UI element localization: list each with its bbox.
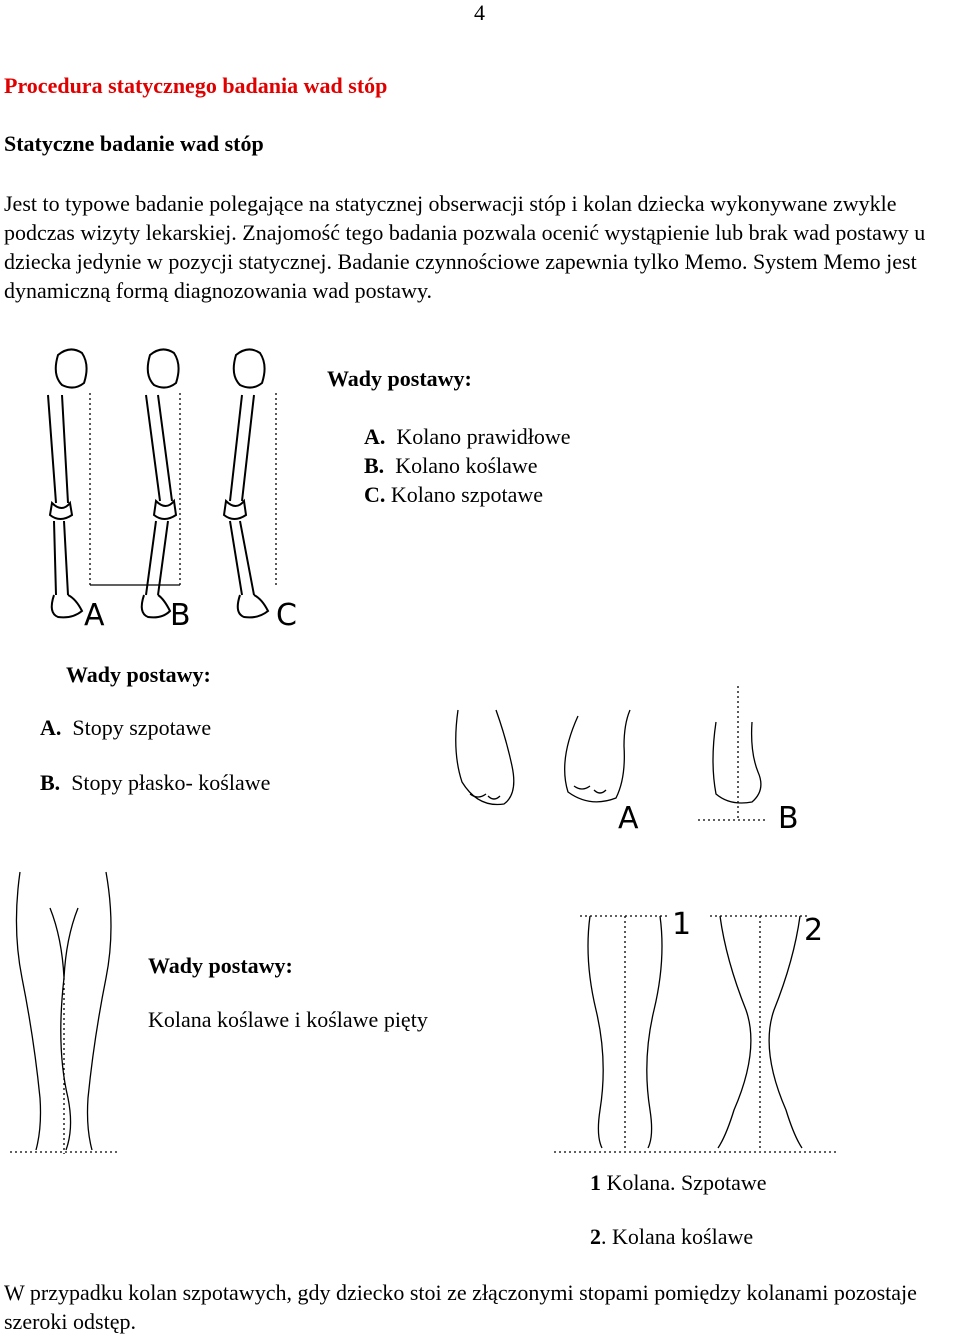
figure-label-b: B — [778, 801, 799, 832]
list-item: C. Kolano szpotawe — [364, 482, 544, 507]
skeleton-leg-a — [47, 348, 91, 619]
intro-paragraph: Jest to typowe badanie polegające na sta… — [4, 191, 926, 303]
section3-text: Kolana koślawe i koślawe pięty — [148, 1007, 428, 1032]
legs-pair-2 — [710, 915, 810, 1150]
legs-rear-figure — [10, 871, 118, 1154]
page-number: 4 — [474, 0, 485, 25]
figure-label-1: 1 — [672, 907, 691, 942]
skeleton-leg-b — [140, 348, 181, 619]
foot-drawing-right — [564, 709, 631, 803]
list-item: A. Kolano prawidłowe — [364, 424, 571, 449]
figure-label-c: C — [276, 598, 297, 633]
foot-drawing-left — [455, 709, 515, 806]
section2-heading: Wady postawy: — [66, 662, 211, 687]
section1-heading: Wady postawy: — [327, 366, 472, 391]
figure-label-a: A — [618, 801, 639, 832]
knee-skeleton-figure: A B C — [47, 348, 297, 633]
feet-figure: A B — [455, 686, 799, 832]
foot-drawing-side — [698, 686, 766, 821]
figure-caption-2: 2. Kolana koślawe — [590, 1224, 754, 1249]
legs-front-figure: 1 2 — [554, 907, 836, 1153]
bottom-paragraph: W przypadku kolan szpotawych, gdy dzieck… — [4, 1280, 917, 1334]
legs-pair-1 — [580, 915, 670, 1150]
figure-label-2: 2 — [804, 913, 823, 948]
figure-label-a: A — [84, 598, 105, 633]
skeleton-leg-c — [222, 348, 277, 619]
section-subtitle: Statyczne badanie wad stóp — [4, 131, 264, 156]
list-item: B. Kolano koślawe — [364, 453, 538, 478]
knee-defects-list: A. Kolano prawidłowe B. Kolano koślawe C… — [364, 422, 571, 509]
page-title: Procedura statycznego badania wad stóp — [4, 73, 388, 98]
figure-caption-1: 1 Kolana. Szpotawe — [590, 1170, 767, 1195]
list-item: A. Stopy szpotawe — [40, 715, 212, 740]
list-item: B. Stopy płasko- koślawe — [40, 770, 271, 795]
figure-label-b: B — [170, 598, 191, 633]
section3-heading: Wady postawy: — [148, 953, 293, 978]
